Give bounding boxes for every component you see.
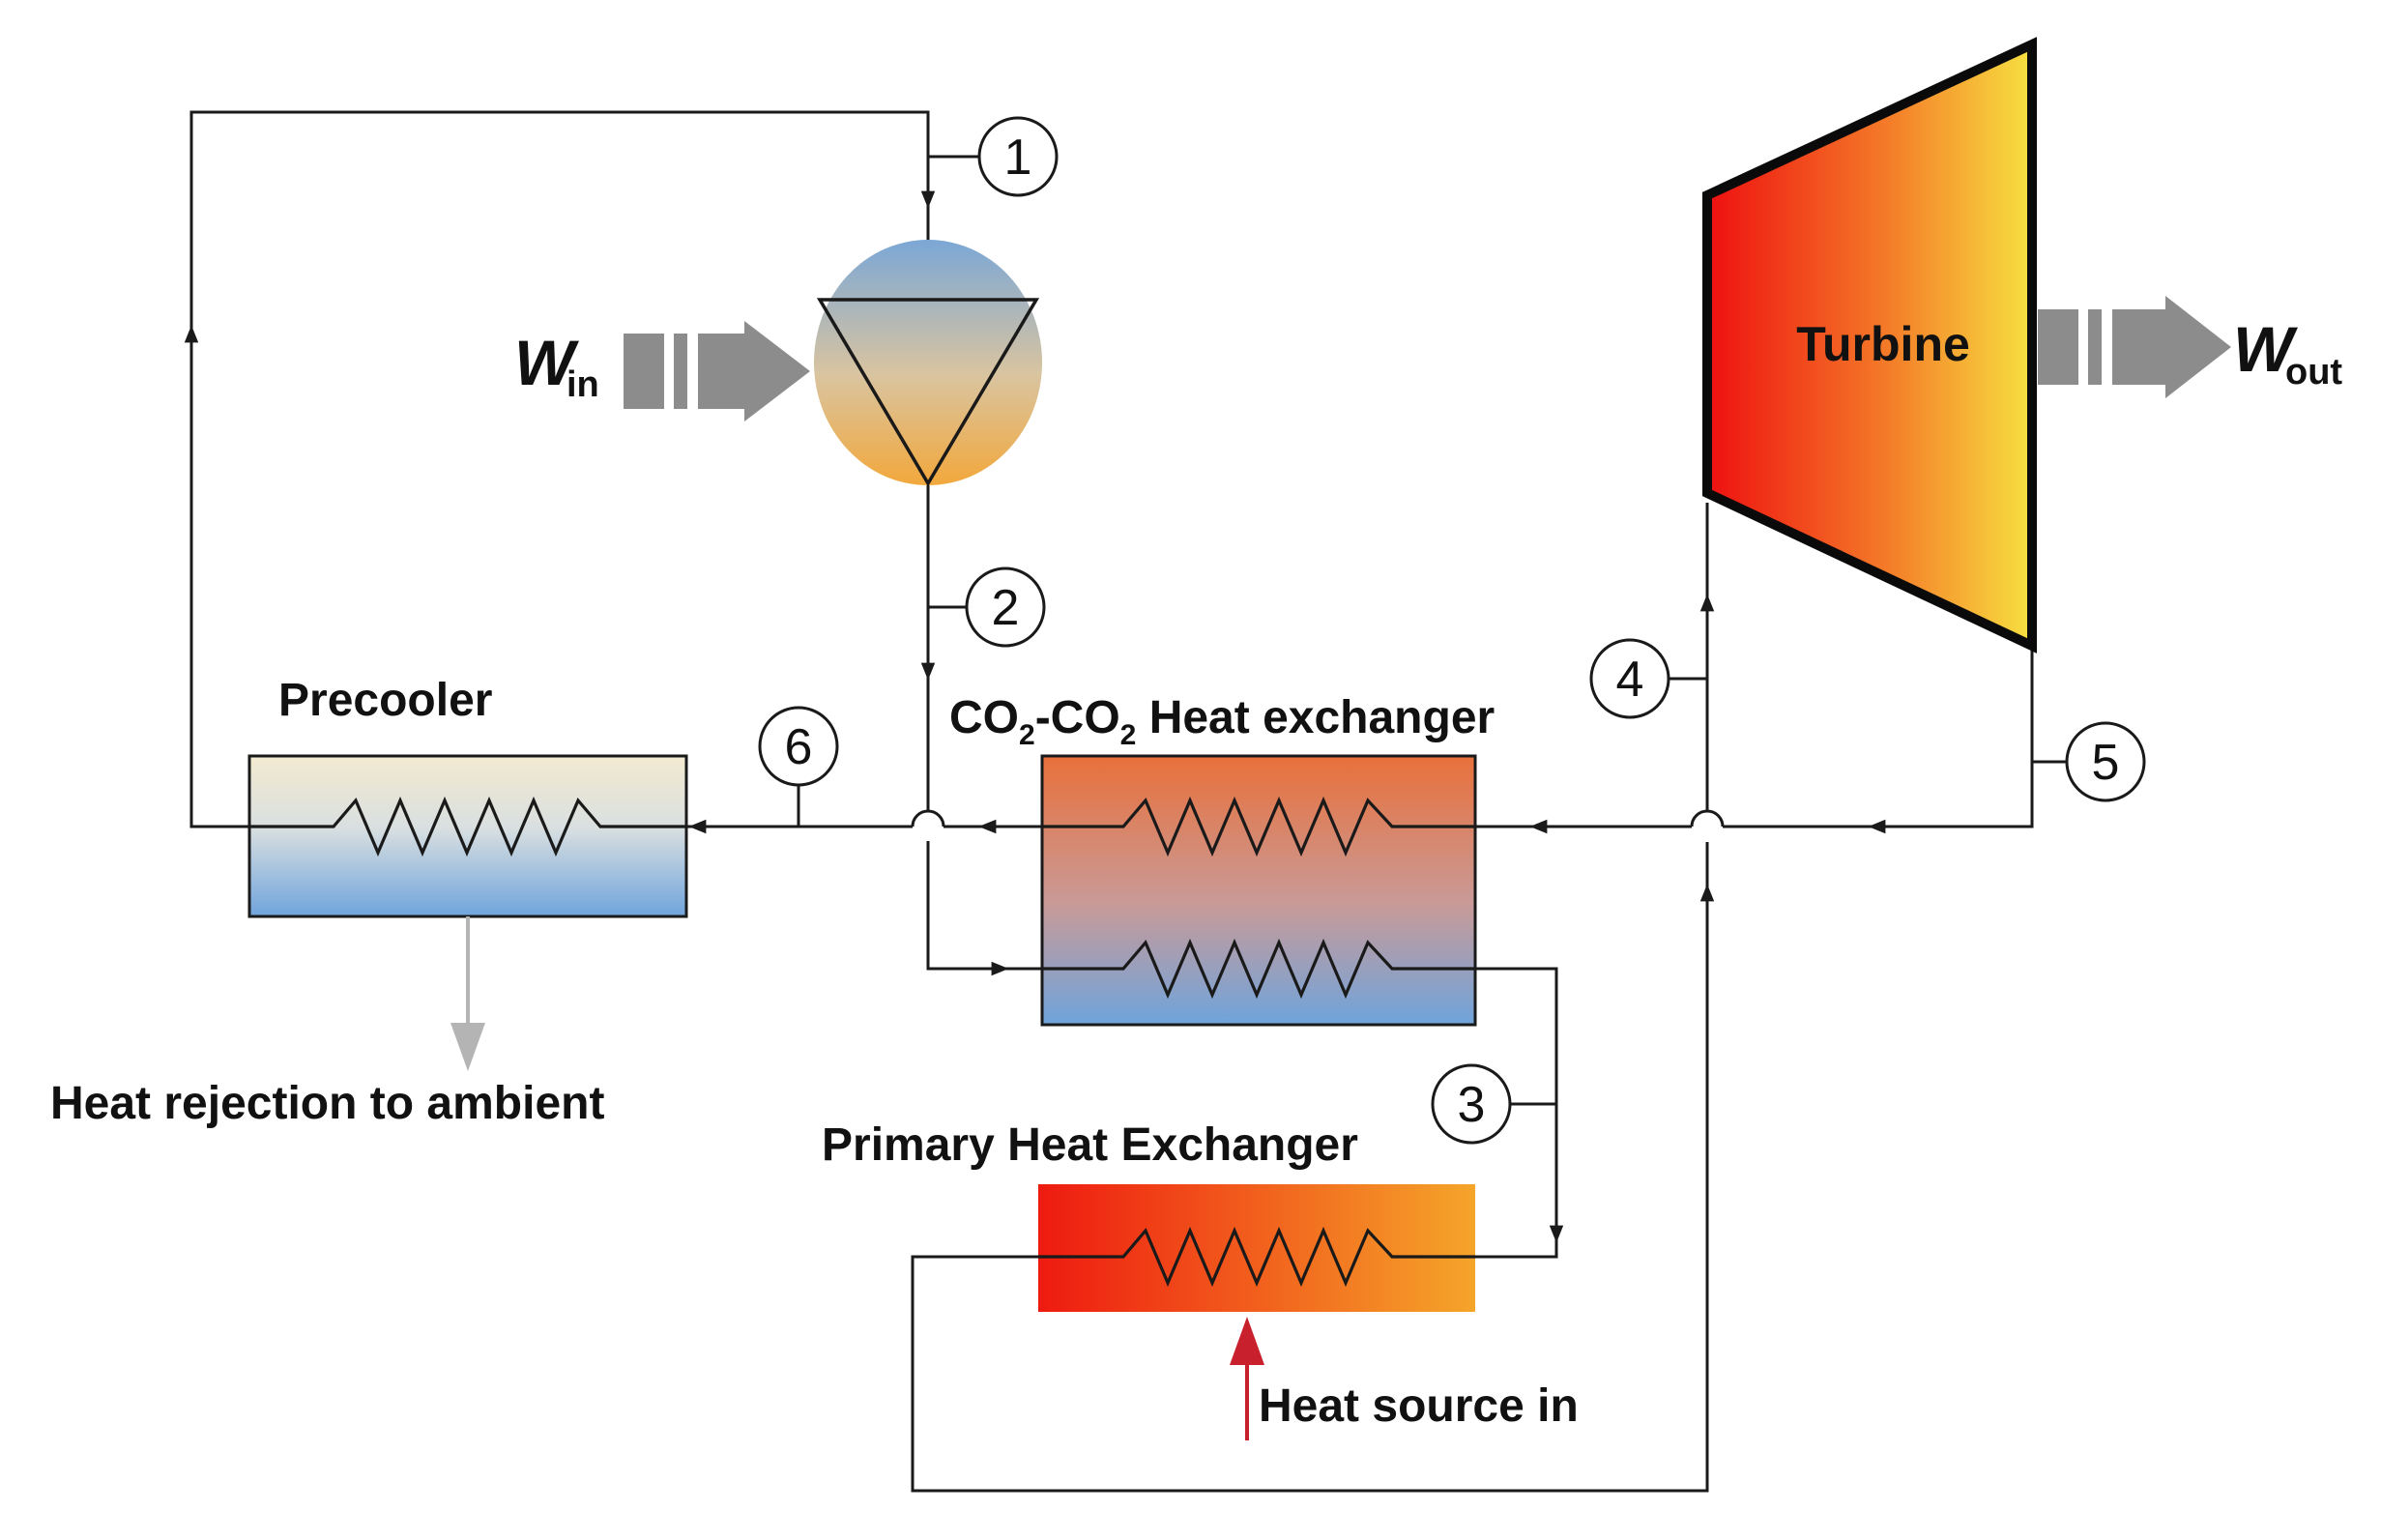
- heat-source-arrow: [1230, 1317, 1264, 1440]
- svg-text:1: 1: [1004, 130, 1032, 186]
- turbine: [1702, 37, 2037, 654]
- svg-text:6: 6: [785, 719, 813, 775]
- primary-heat-exchanger: [1038, 1184, 1475, 1312]
- heat-rejection-arrow: [450, 916, 485, 1071]
- heat-rejection-label: Heat rejection to ambient: [50, 1078, 604, 1129]
- precooler: [247, 754, 688, 918]
- recuperator-label: CO2-CO2 Heat exchanger: [949, 692, 1495, 751]
- svg-text:5: 5: [2092, 735, 2120, 791]
- work-out-arrow: [2038, 296, 2231, 398]
- turbine-label: Turbine: [1796, 317, 1970, 371]
- state-marker-2: 2: [928, 567, 1046, 648]
- primary-hx-label: Primary Heat Exchanger: [822, 1119, 1358, 1171]
- state-marker-1: 1: [928, 116, 1059, 197]
- svg-text:3: 3: [1458, 1077, 1486, 1133]
- svg-text:4: 4: [1616, 652, 1644, 708]
- work-out-symbol: W: [2233, 313, 2298, 385]
- state-marker-4: 4: [1589, 638, 1707, 719]
- pipe-crossover: [1690, 809, 1725, 828]
- state-marker-5: 5: [2032, 721, 2146, 802]
- work-in-subscript: in: [566, 364, 599, 405]
- svg-text:2: 2: [992, 580, 1020, 636]
- work-out-subscript: out: [2285, 352, 2342, 392]
- state-marker-6: 6: [758, 706, 839, 827]
- state-marker-3: 3: [1431, 1063, 1556, 1145]
- pipe-crossover: [911, 809, 945, 828]
- work-in-symbol: W: [514, 327, 579, 398]
- precooler-label: Precooler: [278, 675, 492, 726]
- recuperator: [1040, 754, 1477, 1027]
- heat-source-label: Heat source in: [1259, 1380, 1579, 1432]
- work-in-arrow: [624, 321, 810, 421]
- compressor: [814, 240, 1042, 487]
- pipe-primary-to-turbine: [911, 503, 1709, 1493]
